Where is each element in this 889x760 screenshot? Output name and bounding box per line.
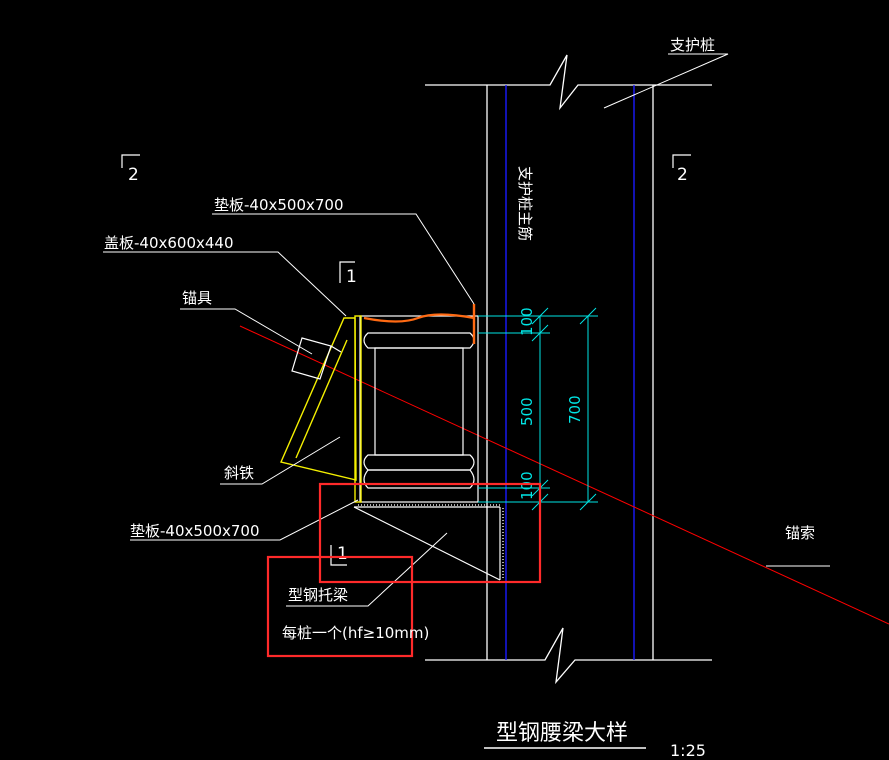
- section-mark-2-right: 2: [677, 165, 688, 185]
- label-pile-main-rebar: 支护桩主筋: [516, 166, 534, 241]
- label-anchor-head: 锚具: [182, 289, 212, 307]
- yellow-plate-and-wedge: [280, 315, 362, 503]
- section-mark-1-bottom: 1: [337, 544, 348, 564]
- label-anchor-cable: 锚索: [785, 524, 815, 542]
- dim-middle: 500: [518, 397, 536, 426]
- label-bracket-note: 每桩一个(hf≥10mm): [282, 624, 429, 642]
- label-pile: 支护桩: [670, 36, 715, 54]
- anchor-cable-line: [239, 325, 889, 625]
- steel-bracket: [353, 506, 501, 581]
- label-wedge: 斜铁: [224, 464, 254, 482]
- top-pad-weld: [363, 313, 475, 323]
- dim-top: 100: [518, 307, 536, 336]
- label-bracket-name: 型钢托梁: [288, 586, 348, 604]
- dim-bottom: 100: [518, 471, 536, 500]
- label-cover-plate: 盖板-40x600x440: [104, 234, 234, 252]
- dim-total: 700: [566, 395, 584, 424]
- highlight-boxes: [266, 482, 542, 658]
- anchor-head: [291, 337, 342, 380]
- steel-waist-beam: [359, 315, 479, 503]
- drawing-scale: 1:25: [670, 741, 706, 760]
- label-pad-top: 垫板-40x500x700: [214, 196, 344, 214]
- section-marks: [121, 154, 691, 566]
- drawing-title: 型钢腰梁大样: [496, 721, 628, 746]
- section-mark-2-left: 2: [128, 165, 139, 185]
- support-pile: [425, 54, 712, 685]
- section-mark-1-top: 1: [346, 267, 357, 287]
- dimension-texts: 100 500 100 700: [518, 307, 584, 500]
- leader-lines: [103, 53, 830, 607]
- label-pad-bottom: 垫板-40x500x700: [130, 522, 260, 540]
- pile-main-rebars: [505, 85, 635, 660]
